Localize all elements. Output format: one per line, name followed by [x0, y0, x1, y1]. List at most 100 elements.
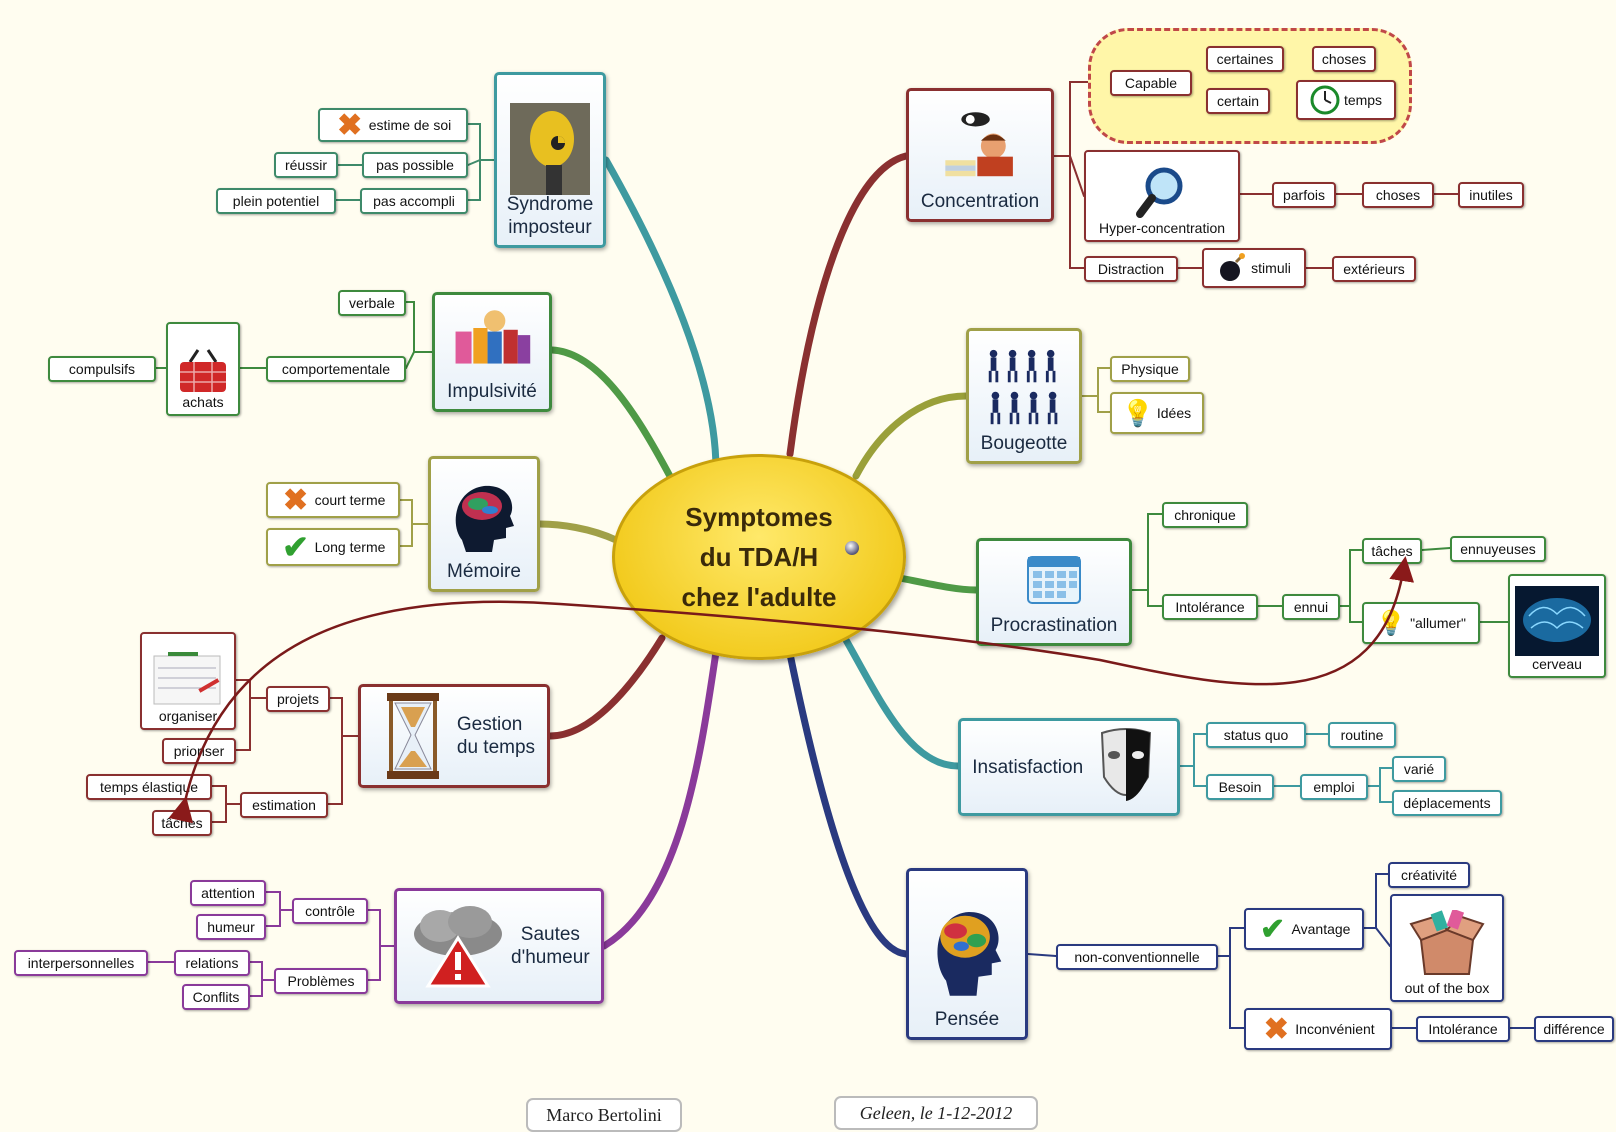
- node-long-terme[interactable]: ✔Long terme: [266, 528, 400, 566]
- node-choses[interactable]: choses: [1312, 46, 1376, 72]
- node-hyper-concentration[interactable]: Hyper-concentration: [1084, 150, 1240, 242]
- brain-head-icon: [444, 476, 524, 556]
- topic-label: Sautes d'humeur: [511, 924, 590, 968]
- node-problemes[interactable]: Problèmes: [274, 968, 368, 994]
- node-avantage[interactable]: ✔Avantage: [1244, 908, 1364, 950]
- topic-syndrome-imposteur[interactable]: Syndrome imposteur: [494, 72, 606, 248]
- node-certaines[interactable]: certaines: [1206, 46, 1284, 72]
- node-routine[interactable]: routine: [1328, 722, 1396, 748]
- node-parfois[interactable]: parfois: [1272, 182, 1336, 208]
- node-temps-elastique[interactable]: temps élastique: [86, 774, 212, 800]
- node-capable[interactable]: Capable: [1110, 70, 1192, 96]
- topic-label: Impulsivité: [447, 381, 537, 402]
- node-pas-possible[interactable]: pas possible: [362, 152, 468, 178]
- topic-pensee[interactable]: Pensée: [906, 868, 1028, 1040]
- node-status-quo[interactable]: status quo: [1206, 722, 1306, 748]
- light-bulb-icon: 💡: [1121, 397, 1155, 428]
- node-verbale[interactable]: verbale: [338, 290, 406, 316]
- node-choses-2[interactable]: choses: [1362, 182, 1434, 208]
- topic-memoire[interactable]: Mémoire: [428, 456, 540, 592]
- branch-procrastination: [896, 574, 980, 594]
- node-organiser[interactable]: organiser: [140, 632, 236, 730]
- theater-mask-icon: [1086, 727, 1166, 807]
- node-emploi[interactable]: emploi: [1300, 774, 1368, 800]
- node-intolerance-2[interactable]: Intolérance: [1416, 1016, 1510, 1042]
- branch-syndrome: [602, 156, 720, 474]
- node-besoin[interactable]: Besoin: [1206, 774, 1274, 800]
- topic-sautes-humeur[interactable]: Sautes d'humeur: [394, 888, 604, 1004]
- node-ennui[interactable]: ennui: [1282, 594, 1340, 620]
- topic-label: Pensée: [934, 1009, 1000, 1030]
- sub-connector: [1027, 953, 1057, 957]
- topic-label: Procrastination: [990, 615, 1118, 636]
- sub-connector: [211, 803, 227, 823]
- node-interpersonnelles[interactable]: interpersonnelles: [14, 950, 148, 976]
- node-estime-de-soi[interactable]: ✖estime de soi: [318, 108, 468, 142]
- sub-connector: [1217, 927, 1245, 957]
- topic-impulsivite[interactable]: Impulsivité: [432, 292, 552, 412]
- sub-connector: [211, 785, 241, 805]
- shopping-bags-icon: [452, 296, 532, 376]
- topic-insatisfaction[interactable]: Insatisfaction: [958, 718, 1180, 816]
- node-inutiles[interactable]: inutiles: [1458, 182, 1524, 208]
- node-label: out of the box: [1404, 980, 1490, 996]
- node-stimuli[interactable]: stimuli: [1202, 248, 1306, 288]
- topic-label: Concentration: [920, 191, 1040, 212]
- node-conflits[interactable]: Conflits: [182, 984, 250, 1010]
- node-pas-accompli[interactable]: pas accompli: [360, 188, 468, 214]
- node-out-of-the-box[interactable]: out of the box: [1390, 894, 1504, 1002]
- node-deplacements[interactable]: déplacements: [1392, 790, 1502, 816]
- node-exterieurs[interactable]: extérieurs: [1332, 256, 1416, 282]
- node-temps[interactable]: temps: [1296, 80, 1396, 120]
- topic-gestion-du-temps[interactable]: Gestion du temps: [358, 684, 550, 788]
- node-taches[interactable]: tâches: [152, 810, 212, 836]
- node-label: achats: [182, 394, 224, 410]
- sub-connector: [467, 159, 481, 166]
- node-taches-right[interactable]: tâches: [1362, 538, 1422, 564]
- node-court-terme[interactable]: ✖court terme: [266, 482, 400, 518]
- node-chronique[interactable]: chronique: [1162, 502, 1248, 528]
- node-distraction[interactable]: Distraction: [1084, 256, 1178, 282]
- sub-connector: [1069, 155, 1085, 197]
- node-projets[interactable]: projets: [266, 686, 330, 712]
- node-difference[interactable]: différence: [1534, 1016, 1614, 1042]
- node-idees[interactable]: 💡Idées: [1110, 392, 1204, 434]
- topic-procrastination[interactable]: Procrastination: [976, 538, 1132, 646]
- node-ennuyeuses[interactable]: ennuyeuses: [1450, 536, 1546, 562]
- node-non-conventionnelle[interactable]: non-conventionnelle: [1056, 944, 1218, 970]
- node-varie[interactable]: varié: [1392, 756, 1446, 782]
- sub-connector: [1229, 955, 1245, 1029]
- node-intolerance[interactable]: Intolérance: [1162, 594, 1258, 620]
- node-creativite[interactable]: créativité: [1388, 862, 1470, 888]
- node-label: Idées: [1156, 405, 1192, 421]
- node-cerveau[interactable]: cerveau: [1508, 574, 1606, 678]
- node-achats[interactable]: achats: [166, 322, 240, 416]
- node-allumer[interactable]: 💡"allumer": [1362, 602, 1480, 644]
- topic-concentration[interactable]: Concentration: [906, 88, 1054, 222]
- node-inconvenient[interactable]: ✖Inconvénient: [1244, 1008, 1392, 1050]
- sub-connector: [1339, 549, 1363, 607]
- node-reussir[interactable]: réussir: [274, 152, 338, 178]
- sub-connector: [367, 945, 381, 981]
- branch-gestion: [546, 634, 666, 740]
- node-physique[interactable]: Physique: [1110, 356, 1190, 382]
- node-plein-potentiel[interactable]: plein potentiel: [216, 188, 336, 214]
- node-certain[interactable]: certain: [1206, 88, 1270, 114]
- node-estimation[interactable]: estimation: [240, 792, 328, 818]
- sub-connector: [1097, 395, 1111, 413]
- node-humeur[interactable]: humeur: [196, 914, 266, 940]
- node-controle[interactable]: contrôle: [292, 898, 368, 924]
- node-compulsifs[interactable]: compulsifs: [48, 356, 156, 382]
- date-credit: Geleen, le 1-12-2012: [834, 1096, 1038, 1130]
- shopping-basket-icon: [180, 349, 226, 392]
- sub-connector: [399, 499, 429, 525]
- sub-connector: [1349, 605, 1363, 623]
- node-prioriser[interactable]: prioriser: [162, 738, 236, 764]
- collapse-handle[interactable]: [845, 541, 859, 555]
- node-comportementale[interactable]: comportementale: [266, 356, 406, 382]
- topic-bougeotte[interactable]: Bougeotte: [966, 328, 1082, 464]
- node-relations[interactable]: relations: [174, 950, 250, 976]
- central-topic[interactable]: Symptomes du TDA/H chez l'adulte: [612, 454, 906, 660]
- node-attention[interactable]: attention: [190, 880, 266, 906]
